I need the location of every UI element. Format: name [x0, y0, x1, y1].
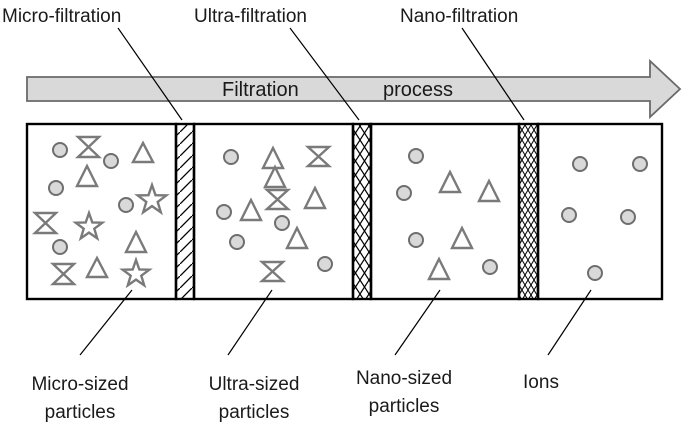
- particle-circle: [274, 215, 290, 231]
- particle-circle: [52, 142, 68, 158]
- chamber-label-micro-line2: particles: [45, 402, 116, 423]
- chamber-label-nano-line2: particles: [369, 396, 440, 417]
- particle-circle: [587, 265, 603, 281]
- pointer-ultra-membrane: [289, 27, 360, 121]
- particles-nano: [396, 148, 501, 281]
- pointer-micro-particles: [79, 289, 133, 356]
- particle-triangle: [263, 164, 287, 189]
- particle-hourglass: [263, 188, 292, 211]
- particle-circle: [48, 180, 64, 196]
- particle-circle: [223, 149, 239, 165]
- particle-circle: [408, 232, 424, 248]
- chamber-label-ultra: Ultra-sized: [209, 374, 300, 395]
- particles-micro: [32, 135, 170, 289]
- membrane-nano: [517, 122, 540, 301]
- pointer-nano-particles: [394, 289, 441, 356]
- chamber-label-micro: Micro-sized: [31, 374, 128, 395]
- process-arrow-label-filtration: Filtration: [222, 79, 299, 101]
- particle-triangle: [261, 145, 285, 170]
- pointer-micro-membrane: [117, 27, 183, 121]
- particle-circle: [620, 209, 636, 225]
- process-arrow-label-process: process: [383, 79, 453, 101]
- membrane-label-nano: Nano-filtration: [400, 6, 518, 27]
- particle-circle: [572, 156, 588, 172]
- particle-circle: [229, 234, 245, 250]
- particle-hourglass: [75, 135, 102, 159]
- particle-triangle: [75, 163, 99, 188]
- pointer-nano-membrane: [461, 27, 525, 121]
- membrane-ultra: [351, 122, 373, 301]
- particle-circle: [632, 156, 648, 172]
- chamber-label-ions: Ions: [523, 372, 559, 393]
- pointer-ultra-particles: [227, 289, 273, 356]
- particle-circle: [482, 259, 498, 275]
- particle-star: [72, 209, 106, 242]
- particle-triangle: [438, 169, 462, 194]
- particle-triangle: [285, 225, 309, 250]
- membrane-label-ultra: Ultra-filtration: [194, 6, 307, 27]
- particle-star: [119, 256, 153, 289]
- process-arrow: [26, 58, 682, 120]
- particles-ions: [561, 156, 648, 281]
- particle-circle: [396, 185, 412, 201]
- chamber-micro: [25, 122, 178, 301]
- particle-circle: [408, 148, 424, 164]
- particle-circle: [52, 239, 68, 255]
- particle-hourglass: [258, 260, 287, 283]
- particles-ultra: [216, 145, 333, 283]
- particle-triangle: [427, 256, 451, 281]
- chamber-label-ultra-line2: particles: [219, 402, 290, 423]
- particle-triangle: [477, 178, 501, 203]
- particle-triangle: [124, 229, 148, 254]
- membrane-label-micro: Micro-filtration: [2, 6, 121, 27]
- particle-hourglass: [304, 145, 333, 168]
- particle-triangle: [303, 185, 327, 210]
- particle-hourglass: [50, 262, 77, 286]
- particle-circle: [216, 204, 232, 220]
- particle-circle: [103, 153, 119, 169]
- chamber-label-nano: Nano-sized: [356, 368, 452, 389]
- particle-circle: [561, 207, 577, 223]
- particle-triangle: [239, 197, 263, 222]
- particle-triangle: [85, 255, 109, 279]
- particle-triangle: [131, 140, 155, 164]
- particle-circle: [317, 256, 333, 272]
- pointer-ions: [547, 289, 592, 356]
- particle-star: [134, 181, 170, 216]
- particle-hourglass: [32, 211, 59, 235]
- particle-triangle: [450, 225, 474, 250]
- particle-circle: [118, 197, 134, 213]
- membrane-micro: [174, 122, 196, 301]
